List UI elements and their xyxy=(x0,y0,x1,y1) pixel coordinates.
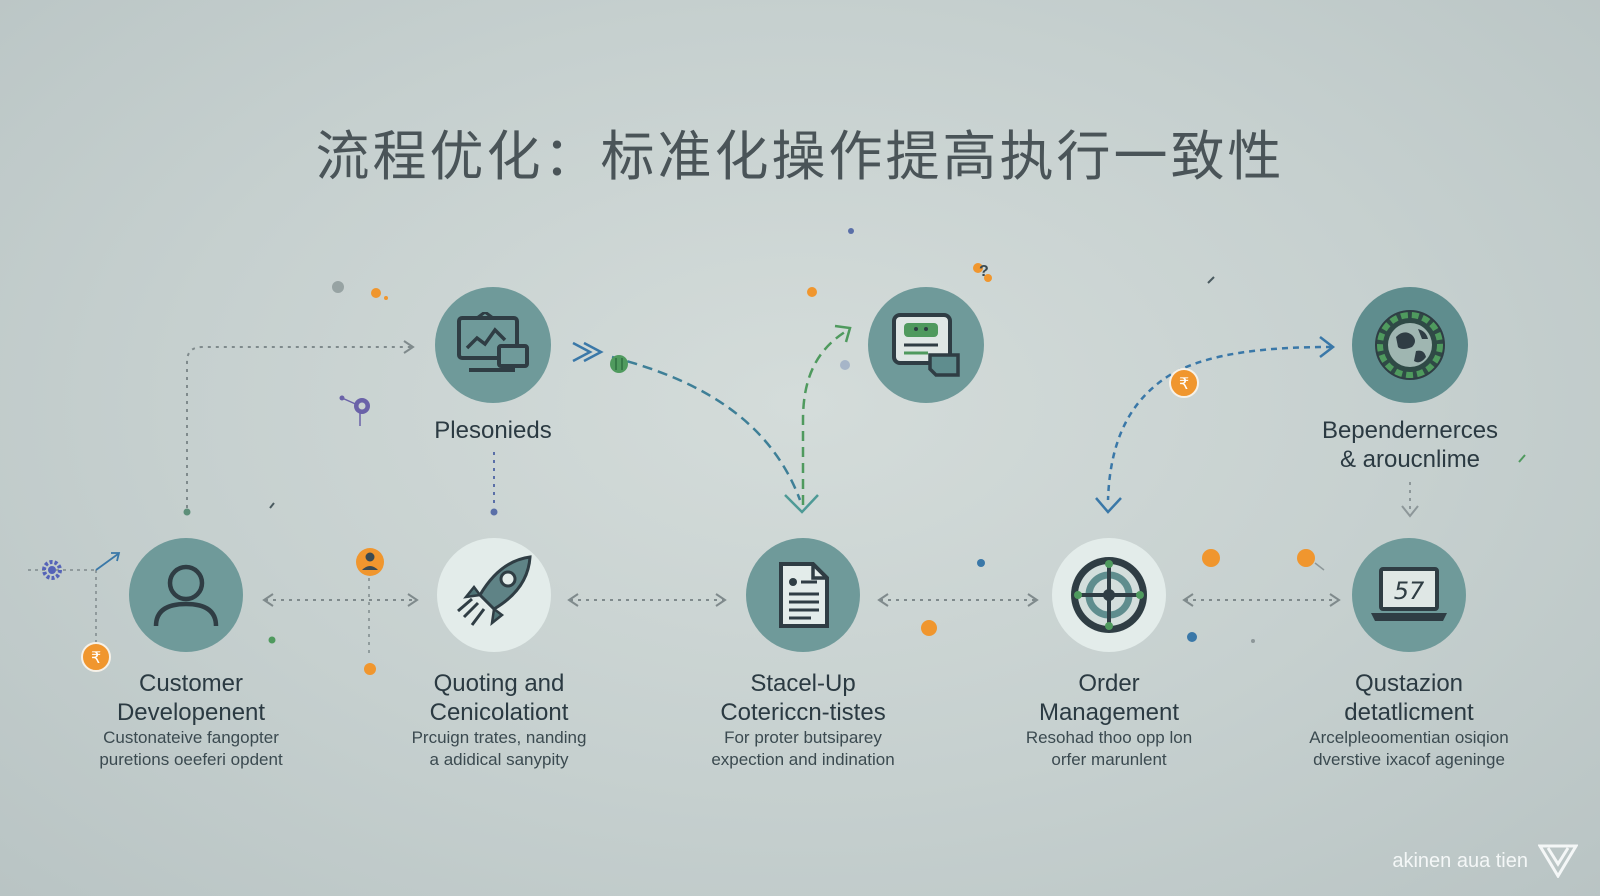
top-node-label: Bependernerces & aroucnlime xyxy=(1321,417,1499,473)
svg-text:₹: ₹ xyxy=(91,648,101,667)
top-node-monitor[interactable] xyxy=(435,287,551,403)
top-node-globe[interactable] xyxy=(1352,287,1468,403)
step-customer[interactable] xyxy=(129,538,243,652)
chat-document-icon xyxy=(892,313,960,377)
laptop-icon: 57 xyxy=(1371,567,1447,621)
coin-icon: ₹ xyxy=(81,642,111,672)
step-description: Resohad thoo opp lon orfer marunlent xyxy=(1025,728,1193,769)
top-node-chat[interactable] xyxy=(868,287,984,403)
coin-icon: ₹ xyxy=(1169,368,1199,398)
connector-customer-to-top xyxy=(186,340,415,508)
connector-top1-to-step3 xyxy=(611,355,802,501)
step-title: Stacel-Up Cotericcn-tistes xyxy=(720,670,886,726)
step-title: Quoting and Cenicolationt xyxy=(429,670,569,726)
svg-text:?: ? xyxy=(979,263,989,280)
gear-icon xyxy=(42,560,62,580)
user-icon xyxy=(153,564,219,627)
step-qustazion[interactable]: 57 xyxy=(1352,538,1466,652)
double-chevron-icon xyxy=(572,341,604,363)
document-icon xyxy=(779,562,829,628)
step-title: Order Management xyxy=(1038,670,1180,726)
page-title: 流程优化：标准化操作提高执行一致性 xyxy=(315,125,1285,188)
step-description: Arcelpleoomentian osiqion dverstive ixac… xyxy=(1309,728,1509,769)
step-description: Prcuign trates, nanding a adidical sanyp… xyxy=(411,728,587,769)
target-wheel-icon xyxy=(1071,557,1147,633)
step-quoting[interactable] xyxy=(437,538,551,652)
globe-icon xyxy=(1375,310,1445,380)
step-description: For proter butsiparey expection and indi… xyxy=(711,728,895,769)
network-node-icon xyxy=(339,395,370,426)
brand-text: akinen aua tien xyxy=(1392,849,1528,872)
monitor-chart-icon xyxy=(457,312,529,372)
step-title: Customer Developenent xyxy=(116,670,266,726)
step-description: Custonateive fangopter puretions oeeferi… xyxy=(99,728,283,769)
svg-text:₹: ₹ xyxy=(1179,374,1189,393)
brand-triangle-icon xyxy=(1538,844,1578,878)
rocket-icon xyxy=(457,555,532,626)
top-node-label: Plesonieds xyxy=(434,417,552,444)
step-title: Qustazion detatlicment xyxy=(1344,670,1474,726)
brand-watermark: akinen aua tien xyxy=(1392,844,1578,878)
step-stacel-up[interactable] xyxy=(746,538,860,652)
laptop-screen-text: 57 xyxy=(1394,577,1425,605)
connector-step3-to-top2 xyxy=(801,328,849,505)
step-order[interactable] xyxy=(1052,538,1166,652)
connector-top3-to-step4 xyxy=(1106,345,1333,501)
